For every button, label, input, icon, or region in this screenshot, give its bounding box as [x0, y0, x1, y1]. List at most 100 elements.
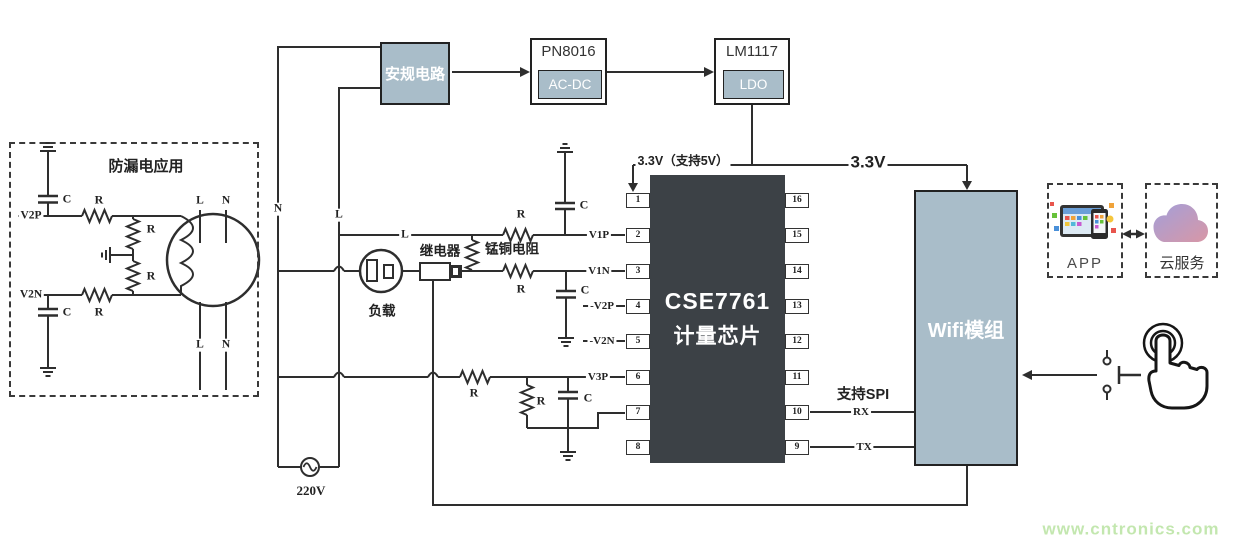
mains-voltage-label: 220V	[296, 482, 326, 498]
ldo-part-number: LM1117	[726, 43, 778, 60]
chip-supply-label: 3.3V（支持5V）	[635, 154, 731, 169]
ground-symbol	[557, 143, 573, 153]
resistor-label: R	[94, 192, 104, 207]
ground-symbol	[558, 337, 574, 347]
wifi-module-block: Wifi模组	[914, 190, 1018, 466]
capacitor-label: C	[583, 390, 593, 405]
chip-part-number: CSE7761	[664, 288, 771, 314]
resistor-label: R	[516, 281, 526, 296]
arrowhead	[628, 183, 638, 192]
touch-icon	[1142, 322, 1209, 410]
acdc-block: PN8016 AC-DC	[530, 38, 607, 105]
app-icon	[1050, 202, 1116, 239]
shunt-resistor-symbol	[465, 239, 479, 271]
v2n-pin-label: -V2N	[587, 334, 617, 348]
chip-pin-13: 13	[785, 298, 809, 314]
app-box	[1047, 183, 1123, 278]
chip-pin-4: 4	[626, 298, 650, 314]
coil-symbol	[178, 215, 194, 295]
wifi-supply-label: 3.3V	[848, 152, 888, 173]
tx-label: TX	[854, 440, 874, 454]
chip-pin-14: 14	[785, 263, 809, 279]
capacitor-symbol	[38, 307, 58, 317]
leakage-circuit	[18, 142, 261, 390]
neutral-line	[277, 46, 380, 467]
capacitor-symbol	[555, 201, 575, 211]
relay-symbol	[419, 262, 462, 281]
app-cloud-arrow	[1122, 229, 1145, 239]
ground-symbol	[101, 247, 133, 263]
rx-label: RX	[851, 405, 871, 419]
chip-pin-8: 8	[626, 439, 650, 455]
safety-circuit-block: 安规电路	[380, 42, 450, 105]
neutral-label: N	[219, 194, 233, 208]
ln-conductors	[199, 210, 227, 390]
chip-pin-3: 3	[626, 263, 650, 279]
neutral-label: N	[271, 202, 285, 216]
capacitor-symbol	[558, 390, 578, 400]
capacitor-label: C	[62, 191, 72, 206]
power-chain-wiring	[452, 67, 972, 192]
resistor-symbol	[502, 264, 534, 278]
chip-pin-16: 16	[785, 192, 809, 208]
current-transformer-symbol	[165, 212, 261, 308]
v1n-pin-label: V1N	[586, 264, 612, 278]
push-button-icon	[1022, 350, 1141, 400]
acdc-part-number: PN8016	[541, 43, 596, 60]
load-label: 负载	[368, 303, 396, 319]
hand-icon	[1147, 333, 1209, 410]
resistor-symbol	[459, 370, 491, 384]
metering-chip: CSE7761 计量芯片	[650, 175, 785, 463]
live-label: L	[194, 338, 206, 352]
watermark: www.cntronics.com	[1042, 519, 1220, 539]
arrowhead	[520, 67, 530, 77]
resistor-symbol	[520, 384, 534, 416]
spi-note-label: 支持SPI	[836, 387, 890, 404]
arrowhead	[1022, 370, 1032, 380]
cloud-box	[1145, 183, 1218, 278]
neutral-label: N	[219, 338, 233, 352]
chip-pin-7: 7	[626, 404, 650, 420]
leakage-application-box	[9, 142, 259, 397]
arrowhead	[962, 181, 972, 190]
chip-pin-1: 1	[626, 192, 650, 208]
acdc-type-label: AC-DC	[538, 70, 602, 99]
shunt-label: 锰铜电阻	[485, 241, 539, 257]
v2n-label: V2N	[17, 288, 45, 302]
live-line	[338, 87, 380, 467]
ldo-block: LM1117 LDO	[714, 38, 790, 105]
capacitor-label: C	[62, 304, 72, 319]
relay-label: 继电器	[417, 243, 463, 260]
ground-symbol	[560, 428, 576, 461]
capacitor-symbol	[556, 289, 576, 299]
chip-pin-5: 5	[626, 333, 650, 349]
ground-symbol	[40, 142, 56, 196]
chip-pin-6: 6	[626, 369, 650, 385]
leakage-box-title: 防漏电应用	[108, 157, 184, 175]
cloud-icon	[1153, 204, 1208, 242]
live-label: L	[333, 208, 345, 222]
chip-pin-10: 10	[785, 404, 809, 420]
arrowhead	[704, 67, 714, 77]
resistor-label: R	[94, 304, 104, 319]
v2p-label: V2P	[18, 209, 44, 223]
relay-control-line	[432, 281, 968, 506]
app-label: APP	[1066, 254, 1104, 272]
ground-symbol	[40, 367, 56, 377]
live-label: L	[399, 228, 411, 242]
capacitor-label: C	[580, 282, 590, 297]
chip-pin-9: 9	[785, 439, 809, 455]
resistor-symbol	[502, 228, 534, 242]
v3p-pin-label: V3P	[585, 370, 611, 384]
resistor-label: R	[469, 385, 479, 400]
resistor-label: R	[146, 221, 156, 236]
chip-pin-11: 11	[785, 369, 809, 385]
v2p-pin-label: -V2P	[588, 299, 616, 313]
resistor-label: R	[536, 393, 546, 408]
chip-pin-12: 12	[785, 333, 809, 349]
chip-type-label: 计量芯片	[673, 325, 762, 348]
ldo-type-label: LDO	[723, 70, 784, 99]
cloud-service-label: 云服务	[1159, 254, 1205, 272]
